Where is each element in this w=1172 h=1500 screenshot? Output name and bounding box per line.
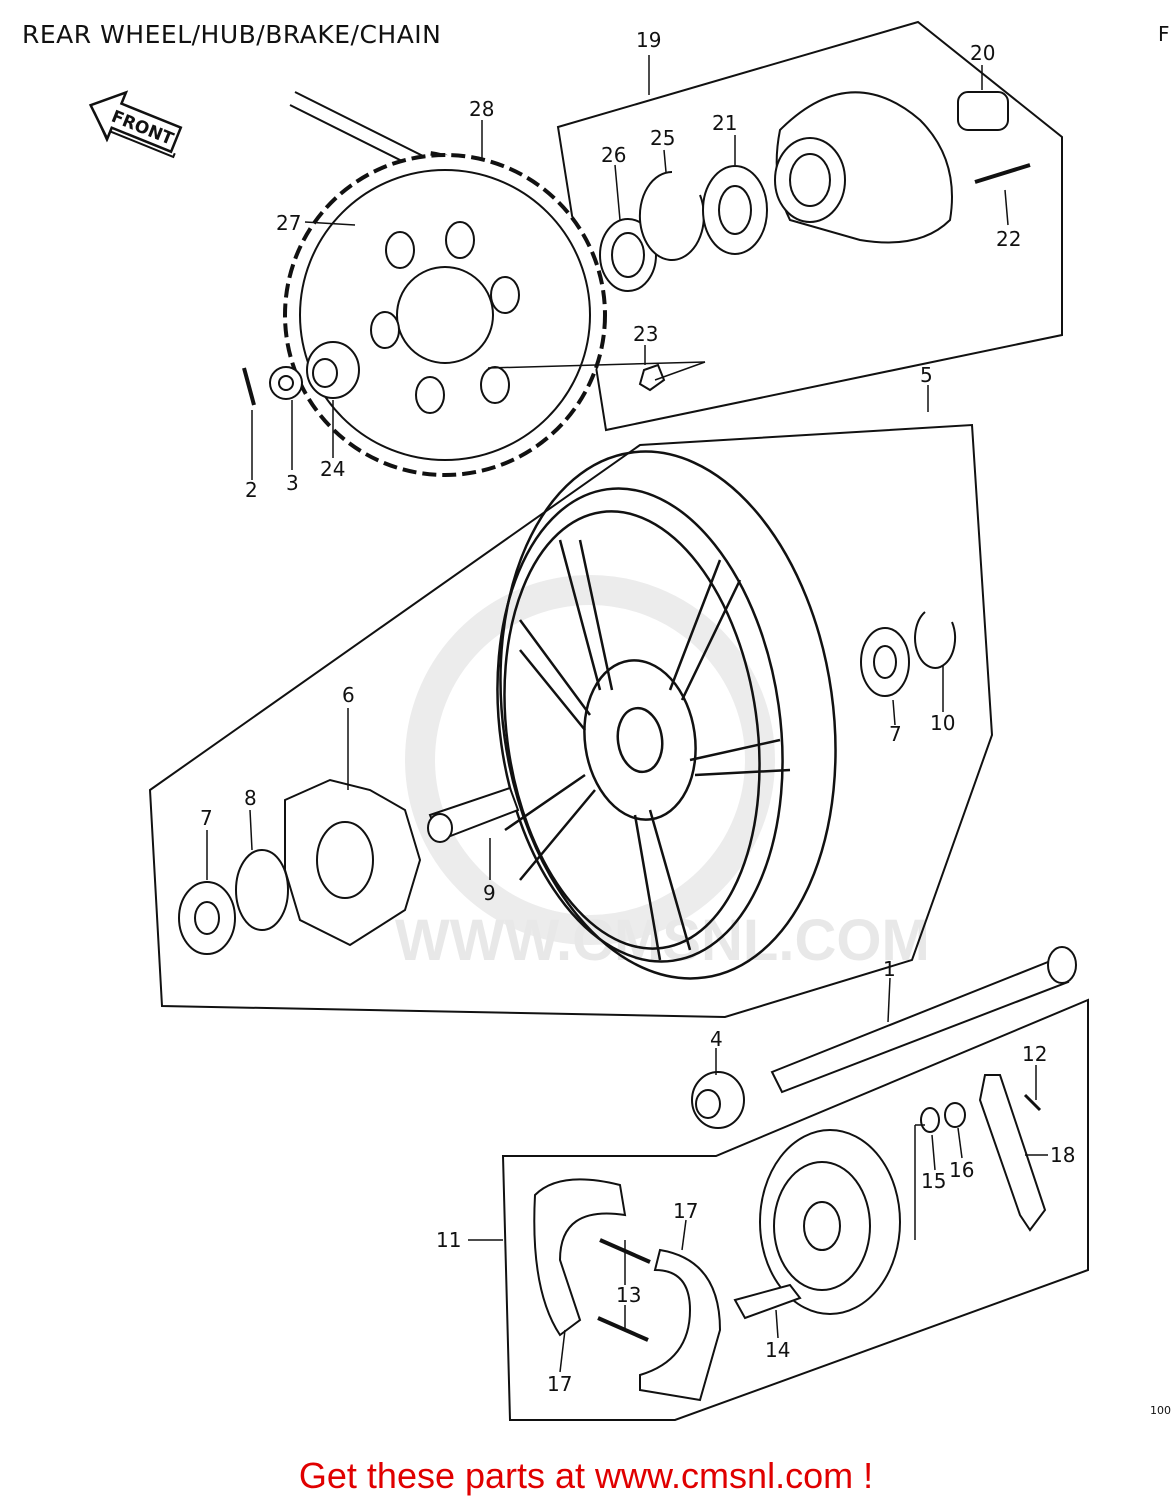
wheel-group-panel xyxy=(148,423,994,1019)
callout-10: 10 xyxy=(930,711,955,735)
callout-12: 12 xyxy=(1022,1042,1047,1066)
watermark-text: WWW.CMSNL.COM xyxy=(395,908,930,973)
front-arrow: FRONT xyxy=(88,90,183,159)
callout-19: 19 xyxy=(636,28,661,52)
callout-8: 8 xyxy=(244,786,257,810)
sprocket-fasteners xyxy=(242,341,360,406)
rear-sprocket xyxy=(283,153,607,477)
callout-4: 4 xyxy=(710,1027,723,1051)
callout-16: 16 xyxy=(949,1158,974,1182)
corner-figure-code: 100 xyxy=(1150,1404,1171,1417)
cast-rear-wheel xyxy=(496,450,837,980)
brake-group-panel xyxy=(501,998,1089,1421)
footer-promo-link[interactable]: Get these parts at www.cmsnl.com ! xyxy=(298,1455,874,1496)
callout-17-upper: 17 xyxy=(673,1199,698,1223)
callout-28: 28 xyxy=(469,97,494,121)
callout-2: 2 xyxy=(245,478,258,502)
callout-1: 1 xyxy=(883,957,896,981)
callout-5: 5 xyxy=(920,363,933,387)
hub-group-panel xyxy=(556,20,1063,432)
callout-23: 23 xyxy=(633,322,658,346)
wheel-side-parts xyxy=(178,611,957,955)
brake-assembly xyxy=(533,1074,1047,1402)
rear-axle xyxy=(691,946,1077,1129)
callout-25: 25 xyxy=(650,126,675,150)
callout-20: 20 xyxy=(970,41,995,65)
sprocket-hub-assembly xyxy=(599,91,1031,392)
callout-21: 21 xyxy=(712,111,737,135)
callout-7-left: 7 xyxy=(200,806,213,830)
callout-labels: 19 20 28 21 25 26 27 22 23 5 24 3 2 6 10… xyxy=(200,28,1075,1396)
callout-11: 11 xyxy=(436,1228,461,1252)
callout-17-lower: 17 xyxy=(547,1372,572,1396)
callout-15: 15 xyxy=(921,1169,946,1193)
page-title: REAR WHEEL/HUB/BRAKE/CHAIN xyxy=(22,20,442,49)
callout-24: 24 xyxy=(320,457,345,481)
callout-3: 3 xyxy=(286,471,299,495)
callout-18: 18 xyxy=(1050,1143,1075,1167)
callout-7-right: 7 xyxy=(889,722,902,746)
callout-22: 22 xyxy=(996,227,1021,251)
watermark: WWW.CMSNL.COM xyxy=(395,575,930,973)
callout-13: 13 xyxy=(616,1283,641,1307)
callout-9: 9 xyxy=(483,881,496,905)
callout-14: 14 xyxy=(765,1338,790,1362)
corner-page-mark: F xyxy=(1158,22,1170,46)
callout-26: 26 xyxy=(601,143,626,167)
callout-27: 27 xyxy=(276,211,301,235)
leader-lines xyxy=(206,55,1048,1373)
callout-6: 6 xyxy=(342,683,355,707)
group-panels xyxy=(148,20,1089,1421)
